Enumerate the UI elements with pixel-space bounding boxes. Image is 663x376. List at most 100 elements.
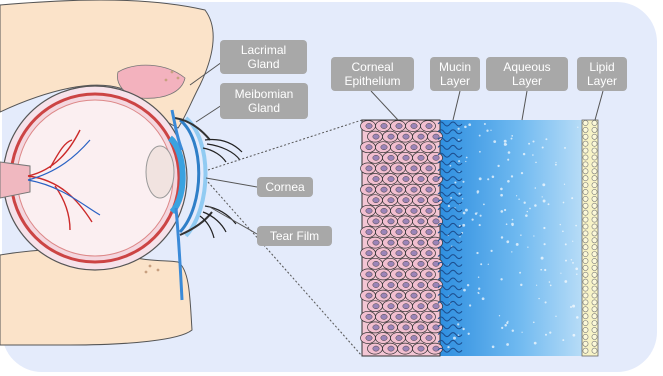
aqueous-particle (483, 204, 485, 206)
aqueous-particle (507, 180, 510, 183)
cell-nucleus (396, 208, 402, 213)
aqueous-particle (507, 159, 509, 161)
aqueous-particle (459, 193, 461, 195)
lipid-head (583, 148, 588, 153)
cell-nucleus (403, 198, 409, 203)
lipid-head (583, 155, 588, 160)
aqueous-particle (512, 219, 514, 221)
lipid-head (592, 189, 597, 194)
cell-nucleus (388, 198, 394, 203)
aqueous-particle (555, 162, 556, 163)
lipid-head (583, 334, 588, 339)
aqueous-particle (466, 157, 468, 159)
cell-nucleus (373, 346, 379, 351)
lipid-head (583, 176, 588, 181)
aqueous-particle (468, 123, 471, 126)
cell-nucleus (418, 304, 424, 309)
aqueous-particle (560, 273, 561, 274)
lipid-head (583, 348, 588, 353)
aqueous-particle (564, 184, 565, 185)
cell-nucleus (426, 293, 432, 298)
cell-nucleus (366, 123, 372, 128)
label-lacrimal-line1: Lacrimal (241, 43, 286, 57)
cell-nucleus (373, 304, 379, 309)
aqueous-particle (520, 234, 522, 236)
eye-cross-section (0, 0, 242, 345)
lipid-head (592, 162, 597, 167)
lipid-head (592, 183, 597, 188)
aqueous-particle (448, 205, 450, 207)
cell-nucleus (411, 251, 417, 256)
label-lipid-line1: Lipid (589, 60, 614, 74)
cell-nucleus (388, 176, 394, 181)
aqueous-particle (500, 194, 503, 197)
aqueous-particle (563, 202, 565, 204)
cell-nucleus (396, 123, 402, 128)
aqueous-particle (492, 176, 495, 179)
cell-nucleus (388, 240, 394, 245)
aqueous-particle (525, 214, 528, 217)
aqueous-particle (477, 192, 479, 194)
cell-nucleus (373, 176, 379, 181)
cell-nucleus (418, 346, 424, 351)
cell-nucleus (366, 335, 372, 340)
cell-nucleus (418, 176, 424, 181)
aqueous-particle (497, 165, 499, 167)
cell-nucleus (411, 293, 417, 298)
label-mucin-layer: Mucin Layer (430, 57, 480, 91)
aqueous-particle (555, 164, 557, 166)
label-cornea: Cornea (257, 177, 313, 197)
label-corneal-epithelium: Corneal Epithelium (331, 57, 414, 91)
cell-nucleus (426, 272, 432, 277)
aqueous-particle (504, 143, 507, 146)
aqueous-particle (536, 285, 537, 286)
lipid-head (592, 210, 597, 215)
lipid-head (592, 286, 597, 291)
aqueous-particle (450, 197, 452, 199)
aqueous-particle (476, 252, 478, 254)
aqueous-particle (469, 304, 471, 306)
lipid-head (583, 169, 588, 174)
cell-nucleus (396, 314, 402, 319)
cell-nucleus (396, 335, 402, 340)
aqueous-particle (534, 204, 537, 207)
aqueous-particle (577, 127, 578, 128)
aqueous-particle (464, 126, 467, 129)
aqueous-particle (486, 130, 488, 132)
cell-nucleus (388, 134, 394, 139)
lipid-head (592, 348, 597, 353)
cell-nucleus (388, 261, 394, 266)
lipid-head (583, 231, 588, 236)
aqueous-particle (479, 224, 481, 226)
aqueous-particle (465, 161, 466, 162)
aqueous-particle (524, 202, 526, 204)
cell-nucleus (396, 272, 402, 277)
lipid-head (583, 279, 588, 284)
aqueous-particle (562, 230, 564, 232)
aqueous-particle (519, 272, 521, 274)
cell-nucleus (388, 325, 394, 330)
aqueous-particle (544, 243, 546, 245)
aqueous-particle (462, 224, 465, 227)
lipid-head (592, 293, 597, 298)
label-meibomian-line2: Gland (248, 101, 280, 115)
aqueous-particle (463, 289, 466, 292)
cell-nucleus (403, 346, 409, 351)
cell-nucleus (381, 272, 387, 277)
lipid-head (583, 217, 588, 222)
lipid-head (592, 321, 597, 326)
aqueous-particle (543, 227, 545, 229)
cell-nucleus (411, 187, 417, 192)
lipid-head (583, 162, 588, 167)
cell-nucleus (418, 134, 424, 139)
label-lipid-line2: Layer (587, 74, 617, 88)
lipid-head (592, 231, 597, 236)
cell-nucleus (426, 314, 432, 319)
cell-nucleus (403, 240, 409, 245)
label-mucin-line1: Mucin (439, 60, 471, 74)
lipid-head (583, 258, 588, 263)
aqueous-particle (565, 243, 567, 245)
cell-nucleus (381, 208, 387, 213)
lipid-head (592, 203, 597, 208)
cell-nucleus (403, 282, 409, 287)
